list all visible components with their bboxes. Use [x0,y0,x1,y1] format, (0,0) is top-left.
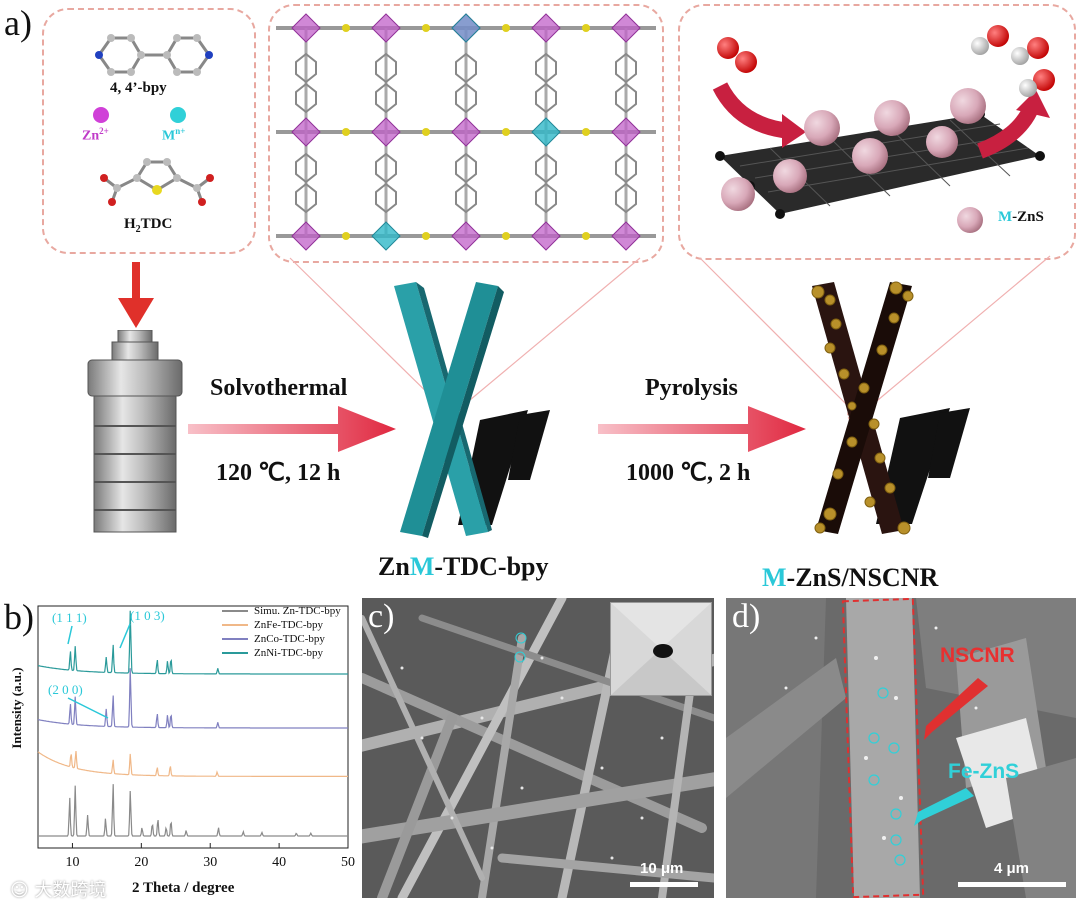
xrd-x-tick-label: 30 [203,855,217,870]
watermark-logo-icon: ☺ [10,880,35,901]
legend-item-znfe: ZnFe-TDC-bpy [222,618,341,632]
powder-sample-icon [611,603,711,695]
xrd-peak-label: (1 0 3) [130,608,165,623]
xrd-ylabel: Intensity (a.u.) [9,667,24,749]
catalysis-box: M-ZnS [678,4,1076,260]
legend-swatch [222,624,248,626]
xrd-chart: 10 20 30 40 50 (1 1 1) (1 0 3) (2 0 0) [37,605,355,870]
xrd-peak-label: (1 1 1) [52,610,87,625]
zinc-ion-icon [93,107,109,123]
xrd-peak-arrow [67,697,109,719]
panel-label-b: b) [4,597,34,637]
sem-image-c: c) 10 μm [362,598,714,898]
mzns-legend-label: M-ZnS [998,209,1044,225]
legend-item-znco: ZnCo-TDC-bpy [222,632,341,646]
xrd-plot-frame [37,605,349,849]
panel-label-a: a) [4,3,32,43]
nscnr-label: NSCNR [940,644,1015,667]
xrd-legend: Simu. Zn-TDC-bpy ZnFe-TDC-bpy ZnCo-TDC-b… [222,604,341,660]
scalebar-c-label: 10 μm [640,860,684,877]
panel-label-d: d) [732,598,761,635]
xrd-x-tick-label: 50 [341,855,355,870]
scalebar-d-label: 4 μm [994,860,1030,877]
xrd-x-tick-label: 40 [272,855,286,870]
zoom-connector-lines [289,255,1051,425]
xrd-x-tick-label: 10 [65,855,79,870]
mof-framework-icon [276,13,656,251]
autoclave-icon [87,330,183,533]
watermark: ☺ 大数跨境 [10,880,107,901]
h2tdc-molecule-icon [100,158,214,206]
xrd-peak-label: (2 0 0) [48,682,83,697]
xrd-peak-arrow [67,625,73,645]
solvothermal-conditions-label: 120 ℃, 12 h [216,460,341,486]
solvothermal-arrow-icon [188,406,396,452]
legend-item-simu: Simu. Zn-TDC-bpy [222,604,341,618]
xrd-series-line [37,610,348,675]
mof-structure-box [268,4,664,263]
legend-swatch [222,652,248,654]
xrd-series-line [37,668,348,729]
legend-swatch [222,638,248,640]
precursor-box: 4, 4’-bpy Zn2+ Mn+ H2TDC [42,8,256,254]
metal-ion-label: Mn+ [162,126,186,144]
panel-label-c: c) [368,598,395,635]
sem-detail-texture [726,598,1076,898]
xrd-x-tick-label: 20 [134,855,148,870]
xrd-series-line [37,750,348,777]
scalebar-d [958,882,1066,887]
zinc-ion-label: Zn2+ [82,126,109,144]
legend-swatch [222,610,248,612]
bipyridine-molecule-icon [95,34,213,76]
sem-image-d: d) NSCNR Fe-ZnS 4 μm [726,598,1076,898]
xrd-xlabel: 2 Theta / degree [132,880,235,896]
carbon-rods-icon [811,281,970,535]
legend-item-znni: ZnNi-TDC-bpy [222,646,341,660]
scalebar-c [630,882,698,887]
down-arrow-icon [118,262,154,328]
mof-name-label: ZnM-TDC-bpy [378,552,549,581]
metal-ion-icon [170,107,186,123]
carbon-name-label: M-ZnS/NSCNR [762,563,939,592]
catalysis-scene-icon [712,25,1055,233]
solvothermal-label: Solvothermal [210,375,348,401]
sem-inset-photo [610,602,712,696]
mof-rods-icon [394,282,550,538]
pyrolysis-conditions-label: 1000 ℃, 2 h [626,460,751,486]
h2tdc-label: H2TDC [124,216,173,235]
pyrolysis-label: Pyrolysis [645,375,738,401]
xrd-series-line [38,784,348,837]
pyrolysis-arrow-icon [598,406,806,452]
xrd-peak-arrow [119,623,131,649]
fezns-label: Fe-ZnS [948,760,1020,783]
bipyridine-label: 4, 4’-bpy [110,80,167,96]
